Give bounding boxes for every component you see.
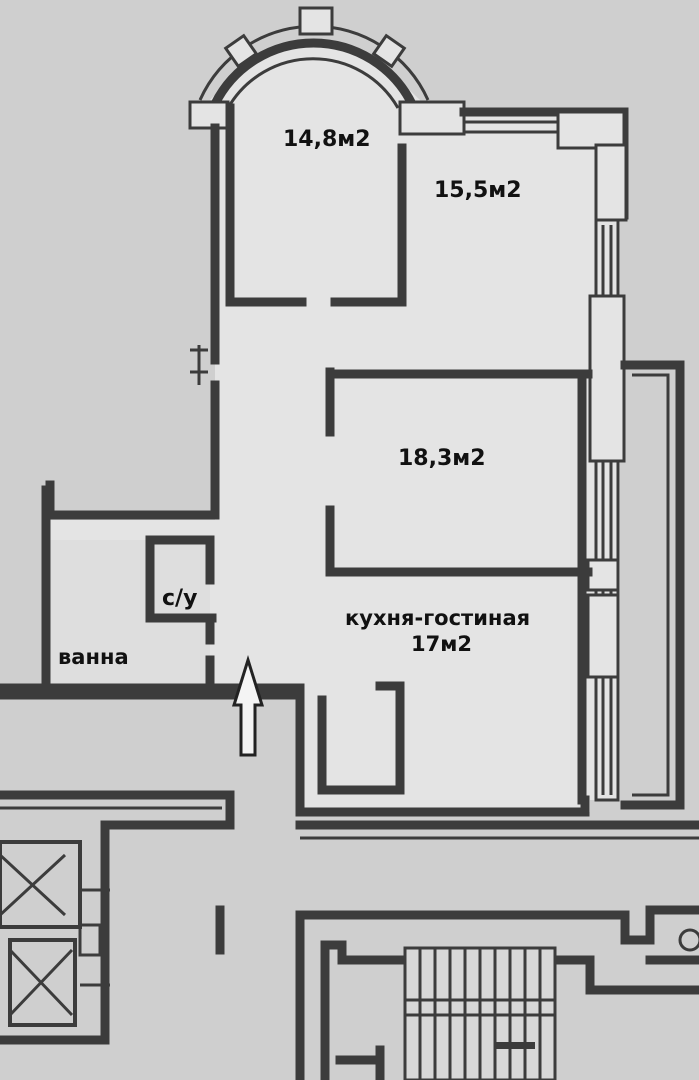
- common-area-walls: [0, 790, 699, 1080]
- room-3-area-label: 18,3м2: [398, 446, 486, 471]
- toilet-label: с/у: [162, 586, 198, 611]
- room-2-area-label: 15,5м2: [434, 178, 522, 203]
- bay-window: [188, 6, 466, 136]
- bath-label: ванна: [58, 645, 129, 669]
- kitchen-area-label: 17м2: [411, 632, 473, 656]
- bath-floor: [50, 540, 210, 685]
- staircase-icon: [403, 946, 557, 1080]
- elevator-icon: [0, 840, 110, 1027]
- room-1-area-label: 14,8м2: [283, 127, 371, 152]
- interior-walls: [145, 103, 593, 805]
- kitchen-name-label: кухня-гостиная: [345, 606, 531, 630]
- entrance-arrow-icon: [231, 654, 265, 757]
